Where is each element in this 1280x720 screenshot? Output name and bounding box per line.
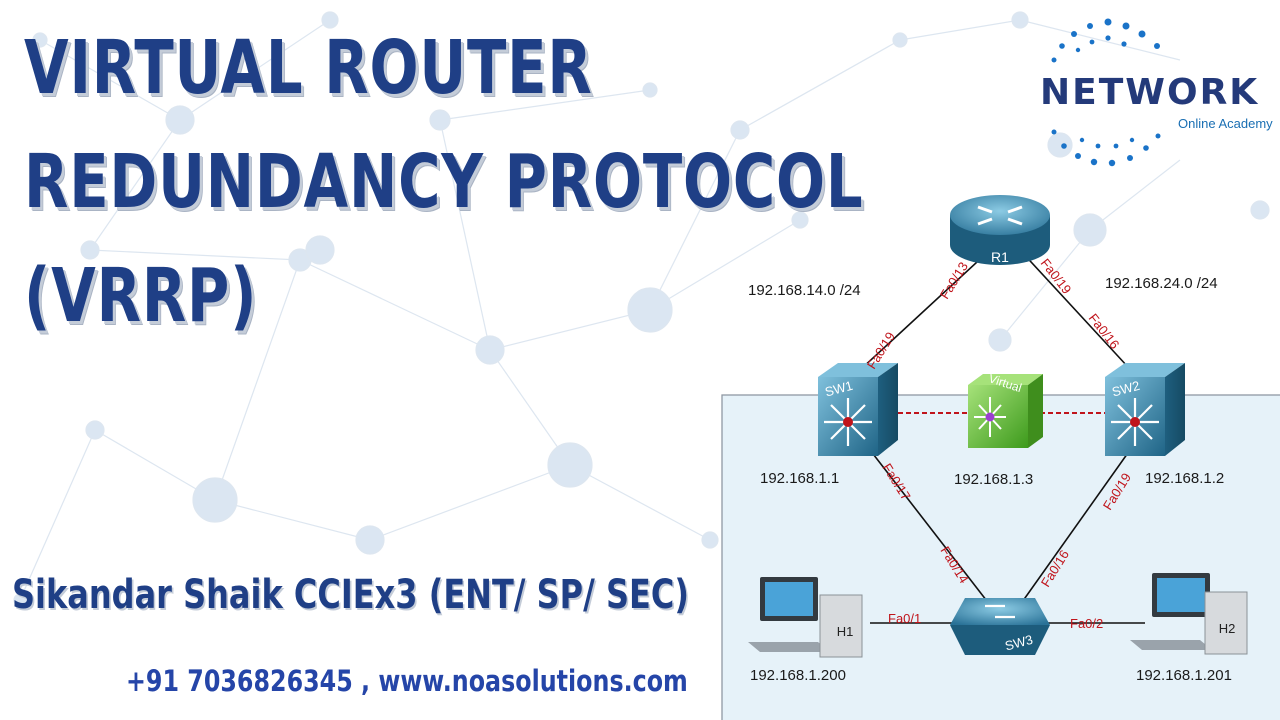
logo-dots-icon [1051, 18, 1161, 167]
multilayer-switch-sw2: SW2 [1105, 363, 1185, 456]
sw1-label: SW1 [823, 378, 854, 400]
h1-ip: 192.168.1.200 [750, 667, 846, 684]
r1-label: R1 [991, 249, 1009, 265]
lan-area [721, 394, 1280, 720]
sw2-ip: 192.168.1.2 [1145, 470, 1224, 487]
if-sw3-h2: Fa0/2 [1070, 616, 1103, 631]
subnet-right: 192.168.24.0 /24 [1105, 275, 1218, 292]
multilayer-switch-sw1: SW1 [818, 363, 898, 456]
background-network-pattern [13, 11, 1270, 607]
sw2-label: SW2 [1110, 378, 1141, 400]
router-r1: R1 [950, 195, 1050, 265]
host-h1: H1 [748, 577, 863, 658]
h2-label: H2 [1219, 621, 1236, 636]
title-line-1: VIRTUAL ROUTER [24, 25, 593, 111]
virtual-ip: 192.168.1.3 [954, 471, 1033, 488]
if-r1-sw1: Fa0/13 [937, 259, 971, 301]
network-links [859, 249, 1145, 624]
h1-label: H1 [837, 624, 854, 639]
router-arrows-icon [977, 205, 1023, 226]
virtual-router: Virtual [968, 371, 1043, 448]
sw3-label: SW3 [1003, 632, 1034, 654]
contact-info: +91 7036826345 , www.noasolutions.com [126, 664, 688, 698]
logo-wordmark: NETWORK [1040, 72, 1260, 113]
logo-subtitle: Online Academy [1178, 116, 1273, 131]
switch-sw3: SW3 [950, 598, 1050, 655]
if-sw3-h1: Fa0/1 [888, 611, 921, 626]
sw1-ip: 192.168.1.1 [760, 470, 839, 487]
switch-arrows-icon [985, 604, 1015, 619]
if-sw2-r1: Fa0/16 [1086, 311, 1123, 352]
h2-ip: 192.168.1.201 [1136, 667, 1232, 684]
subnet-left: 192.168.14.0 /24 [748, 282, 861, 299]
author-credit: Sikandar Shaik CCIEx3 (ENT/ SP/ SEC) [12, 572, 689, 618]
title-line-2: REDUNDANCY PROTOCOL [24, 139, 864, 225]
address-labels: 192.168.14.0 /24 192.168.24.0 /24 192.16… [748, 275, 1232, 684]
host-h2: H2 [1130, 573, 1248, 655]
title-line-3: (VRRP) [24, 253, 258, 339]
